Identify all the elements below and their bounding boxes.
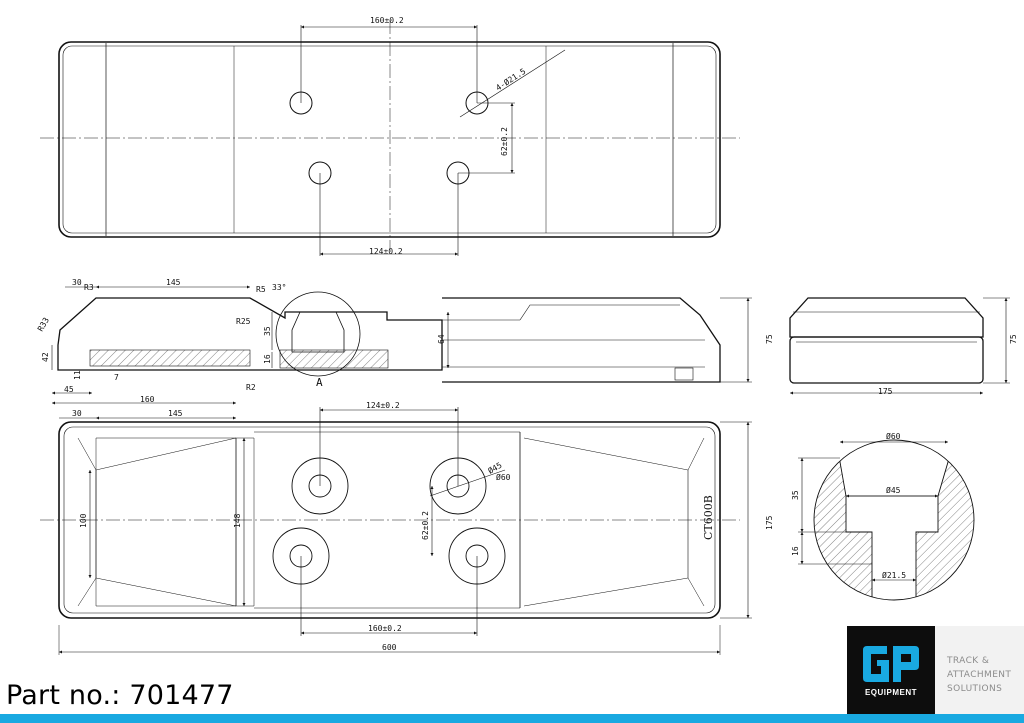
dim-r33: R33 [36,316,51,333]
slogan-line-1: TRACK & [947,656,990,666]
accent-bar [0,714,1024,723]
dim-angle-side: 33° [272,283,286,292]
dim-100: 100 [79,513,88,528]
dim-64: 64 [437,334,446,344]
gp-logo-icon [863,646,919,682]
side-view [51,285,752,405]
dim-r5: R5 [256,285,266,294]
part-number-label: Part no.: [6,680,121,711]
dim-62-top: 62±0.2 [500,127,509,156]
section-label: A [316,376,323,389]
top-view-labels: 160±0.2 124±0.2 62±0.2 4-Ø21.5 [369,16,528,256]
slogan-line-3: SOLUTIONS [947,684,1003,694]
dim-75-end: 75 [1009,334,1018,344]
top-view [40,20,740,256]
model-code: CT600B [702,495,715,540]
dim-124-bottom: 124±0.2 [366,401,400,410]
dim-45: 45 [64,385,74,394]
dim-11: 11 [73,370,82,380]
brand-slogan: TRACK & ATTACHMENT SOLUTIONS [935,626,1024,714]
part-number-value: 701477 [129,680,234,711]
part-number: Part no.: 701477 [6,680,234,711]
dim-30-bottom: 30 [72,409,82,418]
dim-175-end: 175 [878,387,893,396]
dim-145-bottom: 145 [168,409,183,418]
dim-42: 42 [41,352,50,362]
side-view-labels: 30 145 33° R33 R3 R25 R5 42 35 16 64 75 … [36,278,774,404]
brand-logo: EQUIPMENT [847,626,935,714]
brand-name: EQUIPMENT [864,688,918,697]
end-view-labels: 175 75 [878,334,1018,396]
hole-callout: 4-Ø21.5 [494,66,528,93]
dim-62-bottom: 62±0.2 [421,511,430,540]
dim-175-bottom: 175 [765,515,774,530]
dim-7: 7 [114,373,119,382]
dim-148: 148 [233,513,242,528]
detail-a [798,439,975,601]
dim-160-side: 160 [140,395,155,404]
dim-35: 35 [263,326,272,336]
end-view [789,297,1010,395]
detail-a-labels: Ø60 Ø45 Ø21.5 35 16 [791,431,906,580]
dim-160-top: 160±0.2 [370,16,404,25]
dim-r25: R25 [236,317,251,326]
detail-35: 35 [791,490,800,500]
detail-d21: Ø21.5 [882,570,906,580]
slogan-line-2: ATTACHMENT [947,670,1012,680]
dim-145-side: 145 [166,278,181,287]
detail-d60: Ø60 [886,431,901,441]
dim-16: 16 [263,354,272,364]
dim-600: 600 [382,643,397,652]
dim-75-side: 75 [765,334,774,344]
bottom-view-labels: 30 145 124±0.2 160±0.2 62±0.2 Ø45 Ø60 10… [72,401,774,652]
dim-124-top: 124±0.2 [369,247,403,256]
detail-16: 16 [791,546,800,556]
dim-r2: R2 [246,383,256,392]
detail-d45: Ø45 [886,485,901,495]
dim-160-bottom: 160±0.2 [368,624,402,633]
dim-d60: Ø60 [496,472,511,482]
dim-30-side: 30 [72,278,82,287]
dim-r3: R3 [84,283,94,292]
bottom-view [40,407,752,655]
